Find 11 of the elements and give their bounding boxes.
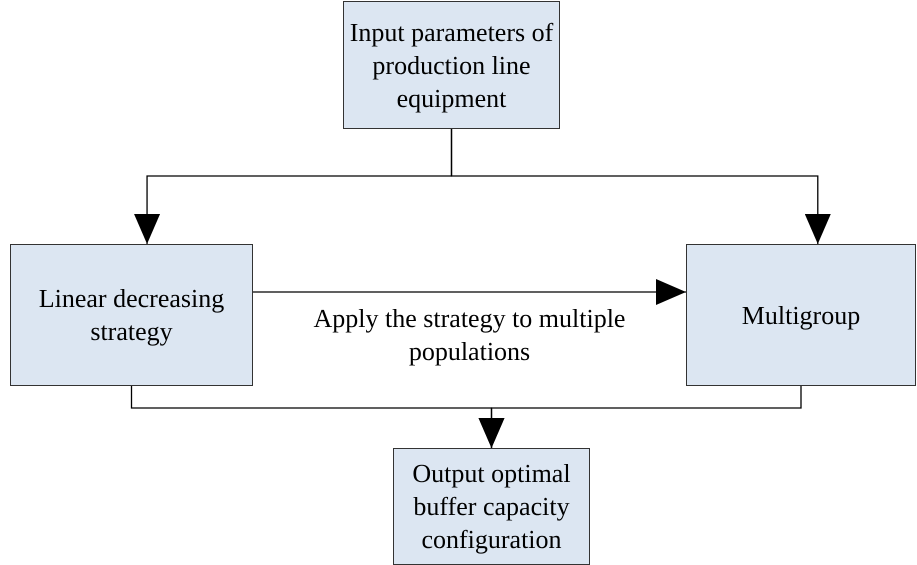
process-box — [10, 244, 253, 386]
arrow — [450, 129, 831, 244]
node-text: Linear decreasing strategy — [38, 283, 226, 348]
node-text: Multigroup — [742, 300, 860, 332]
input-box — [343, 1, 560, 129]
node-text: Input parameters of production line equipment — [348, 16, 554, 114]
arrow — [253, 279, 686, 305]
node-text: Output optimal buffer capacity configuration — [411, 458, 572, 556]
process-box — [686, 244, 916, 386]
output-box — [393, 448, 590, 565]
arrow — [478, 386, 802, 448]
